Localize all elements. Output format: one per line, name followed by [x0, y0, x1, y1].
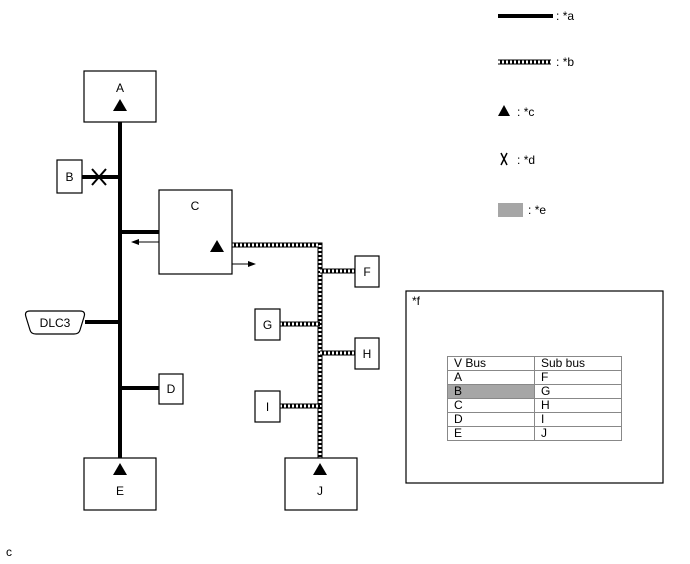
ecu-d-box — [158, 373, 184, 405]
ecu-d-label: D — [167, 382, 176, 396]
table-header-subbus: Sub bus — [534, 356, 622, 371]
table-row: A F — [447, 370, 622, 385]
dlc3-connector — [24, 310, 86, 335]
ecu-g-label: G — [263, 318, 272, 332]
table-cell-vbus: E — [447, 426, 535, 441]
ecu-h-box — [354, 337, 380, 370]
legend-triangle-icon — [498, 105, 510, 116]
ecu-c-triangle-icon — [210, 240, 224, 252]
ecu-b-box — [56, 159, 83, 194]
ecu-b-label: B — [65, 170, 73, 184]
legend-shaded-swatch — [498, 203, 523, 217]
table-row: C H — [447, 398, 622, 413]
legend-cross-icon — [500, 152, 508, 166]
legend-solid-label: : *a — [556, 9, 574, 23]
table-header-row: V Bus Sub bus — [447, 356, 622, 371]
legend-cross-label: : *d — [517, 153, 535, 167]
table-cell-subbus: J — [534, 426, 622, 441]
table-header-vbus: V Bus — [447, 356, 535, 371]
ecu-j-triangle-icon — [313, 463, 327, 475]
ecu-c-box — [158, 189, 233, 275]
ecu-c-label: C — [191, 199, 200, 213]
table-cell-subbus: H — [534, 398, 622, 413]
ecu-a-box — [83, 70, 157, 123]
ecu-i-box — [254, 390, 281, 423]
legend-dotted-label: : *b — [556, 55, 574, 69]
table-cell-vbus: A — [447, 370, 535, 385]
ecu-a-triangle-icon — [113, 99, 127, 111]
sub-bus — [232, 242, 355, 458]
ecu-e-label: E — [116, 484, 124, 498]
table-cell-vbus: D — [447, 412, 535, 427]
table-cell-vbus: C — [447, 398, 535, 413]
table-cell-subbus: G — [534, 384, 622, 399]
table-row: B G — [447, 384, 622, 399]
legend-triangle-label: : *c — [517, 105, 534, 119]
table-row: E J — [447, 426, 622, 441]
table-panel-title: *f — [412, 294, 421, 308]
table-row: D I — [447, 412, 622, 427]
ecu-h-label: H — [363, 347, 372, 361]
ecu-f-box — [354, 255, 380, 288]
ecu-g-box — [254, 308, 281, 341]
ecu-j-label: J — [317, 484, 323, 498]
table-cell-subbus: F — [534, 370, 622, 385]
footer-note: c — [6, 545, 12, 559]
dlc3-label: DLC3 — [40, 316, 71, 330]
legend-shaded-label: : *e — [528, 203, 546, 217]
table-cell-vbus-highlighted: B — [447, 384, 535, 399]
ecu-e-triangle-icon — [113, 463, 127, 475]
bus-table: V Bus Sub bus A F B G C H D I E J — [447, 356, 622, 441]
ecu-f-label: F — [363, 265, 370, 279]
ecu-i-label: I — [266, 400, 269, 414]
ecu-a-label: A — [116, 81, 124, 95]
disconnect-cross-icon — [91, 168, 107, 186]
table-cell-subbus: I — [534, 412, 622, 427]
